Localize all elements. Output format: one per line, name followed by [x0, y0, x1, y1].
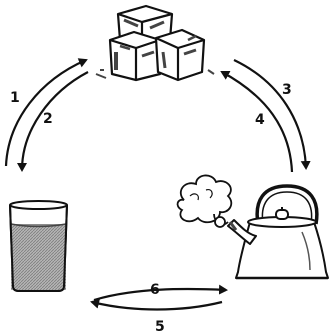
- arrow-label-4: 4: [255, 112, 265, 128]
- steaming-kettle-icon: [227, 184, 329, 280]
- arrow-label-2: 2: [43, 111, 53, 127]
- arrow-1: [4, 58, 88, 167]
- arrow-label-6: 6: [150, 282, 160, 298]
- arrow-5: [90, 298, 223, 311]
- glass-of-water-icon: [9, 200, 68, 292]
- arrows: [4, 58, 311, 311]
- arrow-3: [233, 59, 311, 170]
- ice-cubes-icon: [95, 4, 215, 82]
- arrow-label-5: 5: [155, 319, 165, 334]
- arrow-label-3: 3: [282, 82, 292, 98]
- arrow-4: [220, 70, 294, 173]
- arrow-label-1: 1: [10, 90, 20, 106]
- steam-cloud-icon: [176, 174, 233, 228]
- arrow-6: [93, 284, 228, 302]
- arrow-2: [17, 71, 89, 172]
